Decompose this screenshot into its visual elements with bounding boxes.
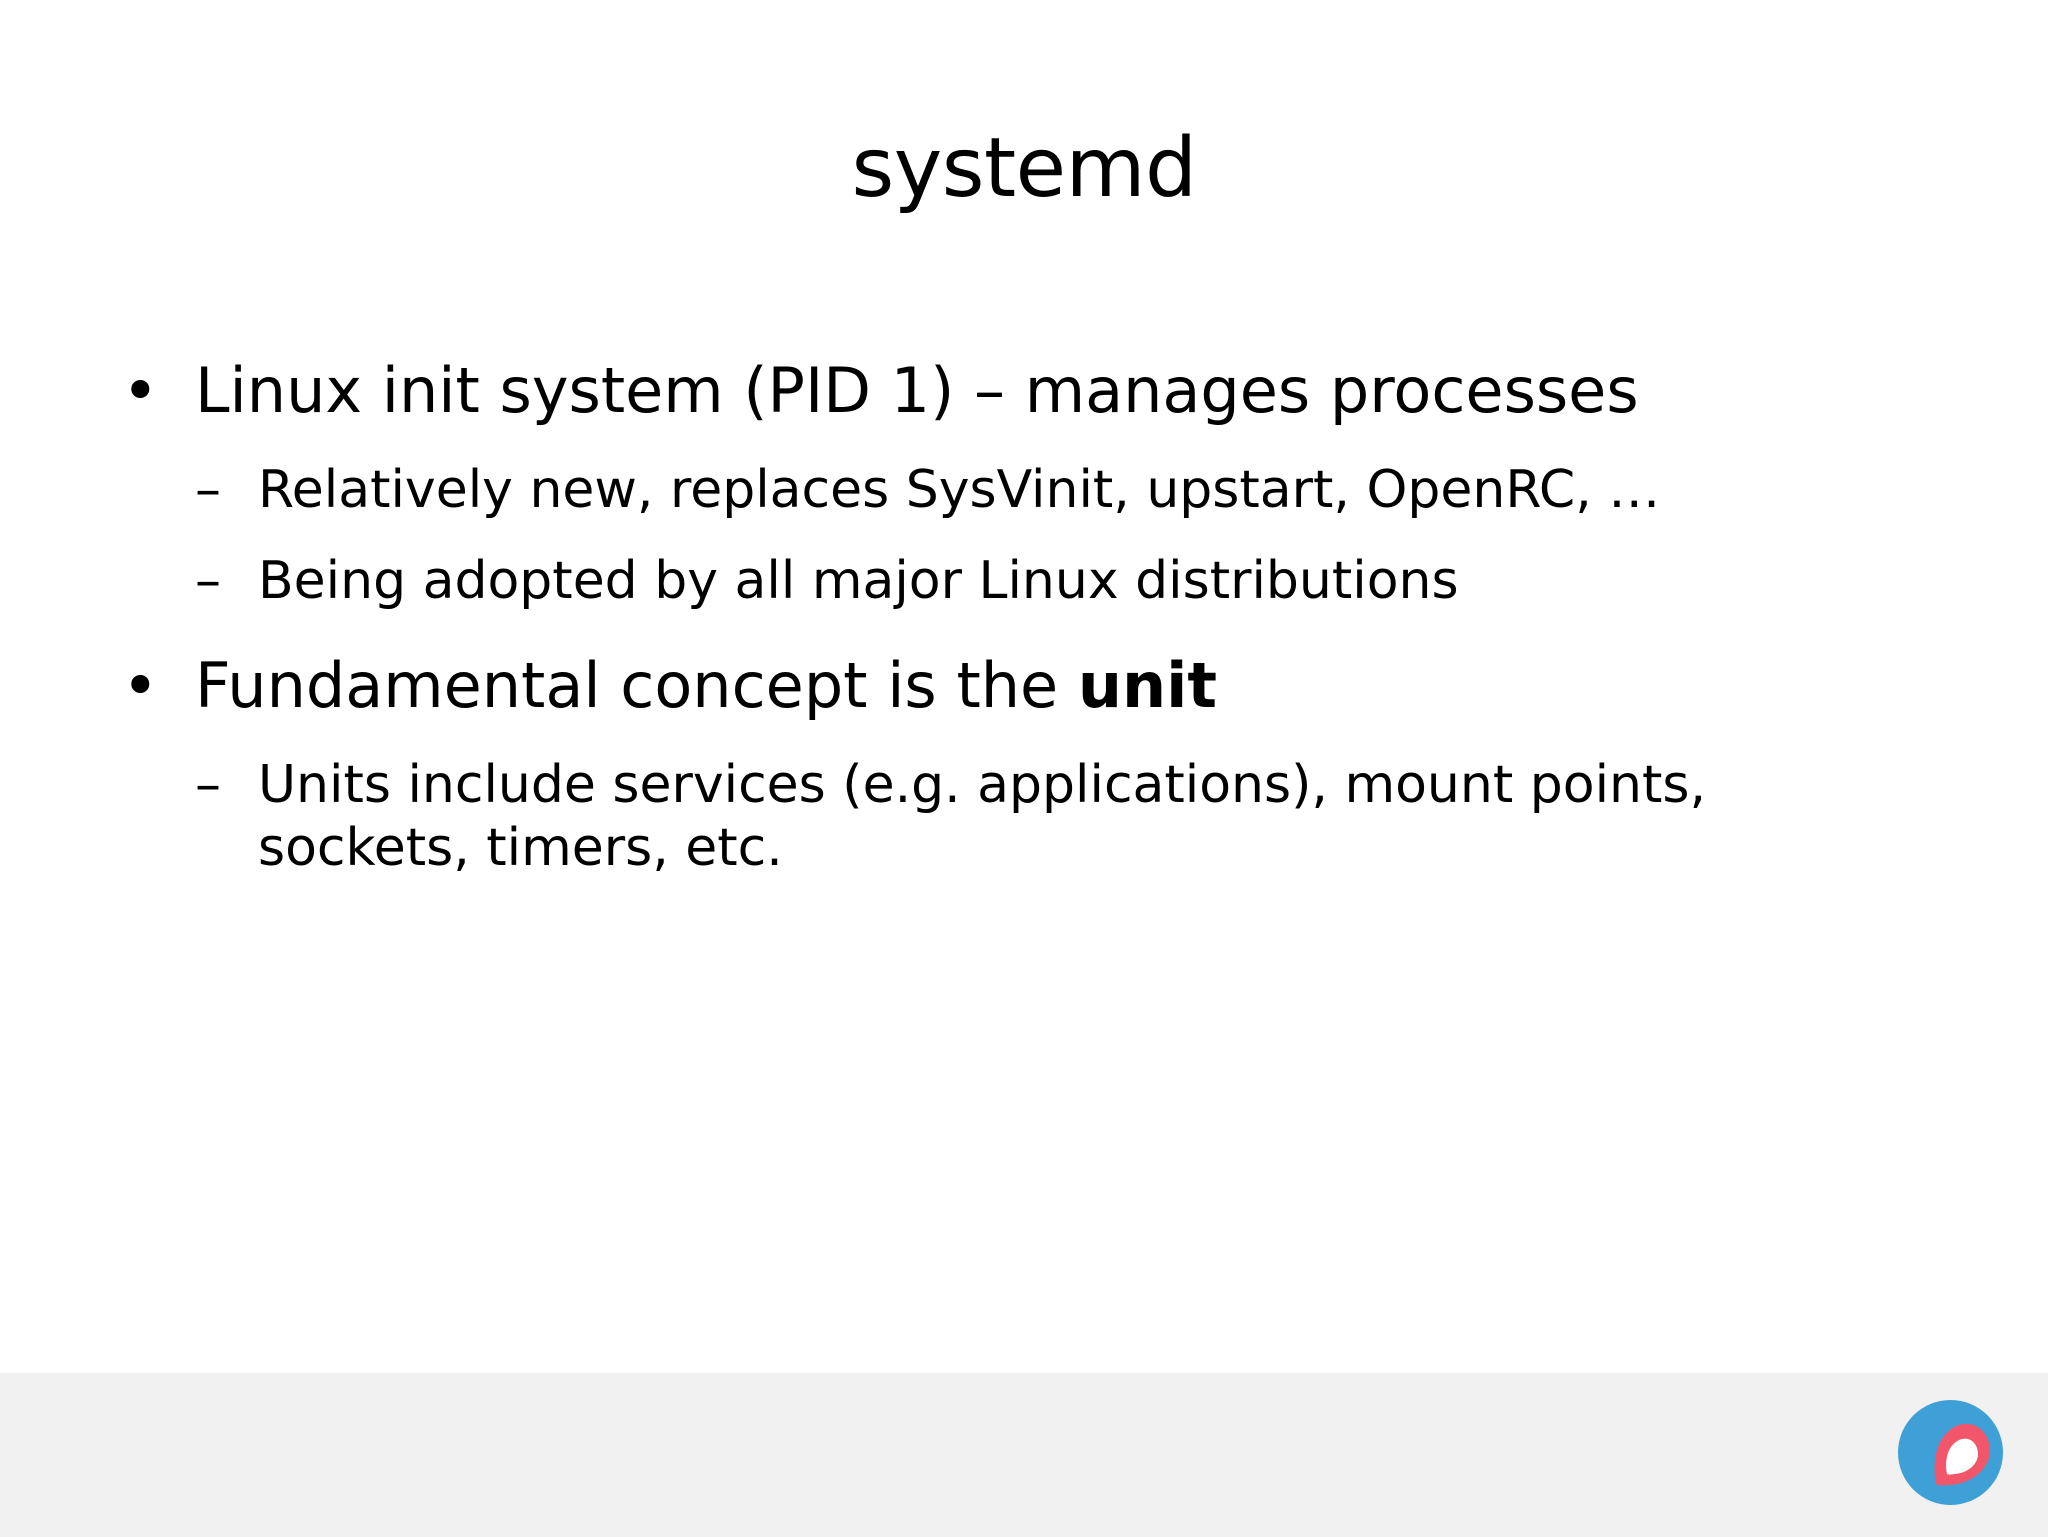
slide-title: systemd [851, 121, 1198, 216]
bullet-text: Relatively new, replaces SysVinit, upsta… [258, 459, 1661, 520]
bullet-item-level2: – Relatively new, replaces SysVinit, ups… [0, 459, 2048, 522]
spacer [0, 740, 2048, 754]
spacer [0, 536, 2048, 550]
bullet-item-level2: – Being adopted by all major Linux distr… [0, 550, 2048, 613]
dash-marker-icon: – [195, 459, 221, 520]
bullet-text: Units include services (e.g. application… [258, 754, 1706, 879]
dash-marker-icon: – [195, 754, 221, 815]
bullet-item-level2: – Units include services (e.g. applicati… [0, 754, 2048, 881]
bullet-marker-icon: • [122, 648, 159, 722]
bullet-text: Being adopted by all major Linux distrib… [258, 551, 1459, 612]
bullet-text: Fundamental concept is the unit [195, 649, 1217, 722]
bullet-marker-icon: • [122, 354, 159, 427]
spacer [0, 628, 2048, 650]
bullet-item-level1: • Fundamental concept is the unit [0, 648, 2048, 722]
dash-marker-icon: – [195, 551, 221, 612]
slide-body: • Linux init system (PID 1) – manages pr… [0, 355, 2048, 895]
slide-footer [0, 1373, 2048, 1537]
bullet-text: Linux init system (PID 1) – manages proc… [195, 354, 1639, 427]
bullet-text-plain: Fundamental concept is the [195, 648, 1078, 722]
bullet-item-level1: • Linux init system (PID 1) – manages pr… [0, 355, 2048, 427]
brand-logo-icon [1898, 1400, 2003, 1505]
spacer [0, 445, 2048, 459]
bullet-text-bold: unit [1077, 648, 1218, 722]
